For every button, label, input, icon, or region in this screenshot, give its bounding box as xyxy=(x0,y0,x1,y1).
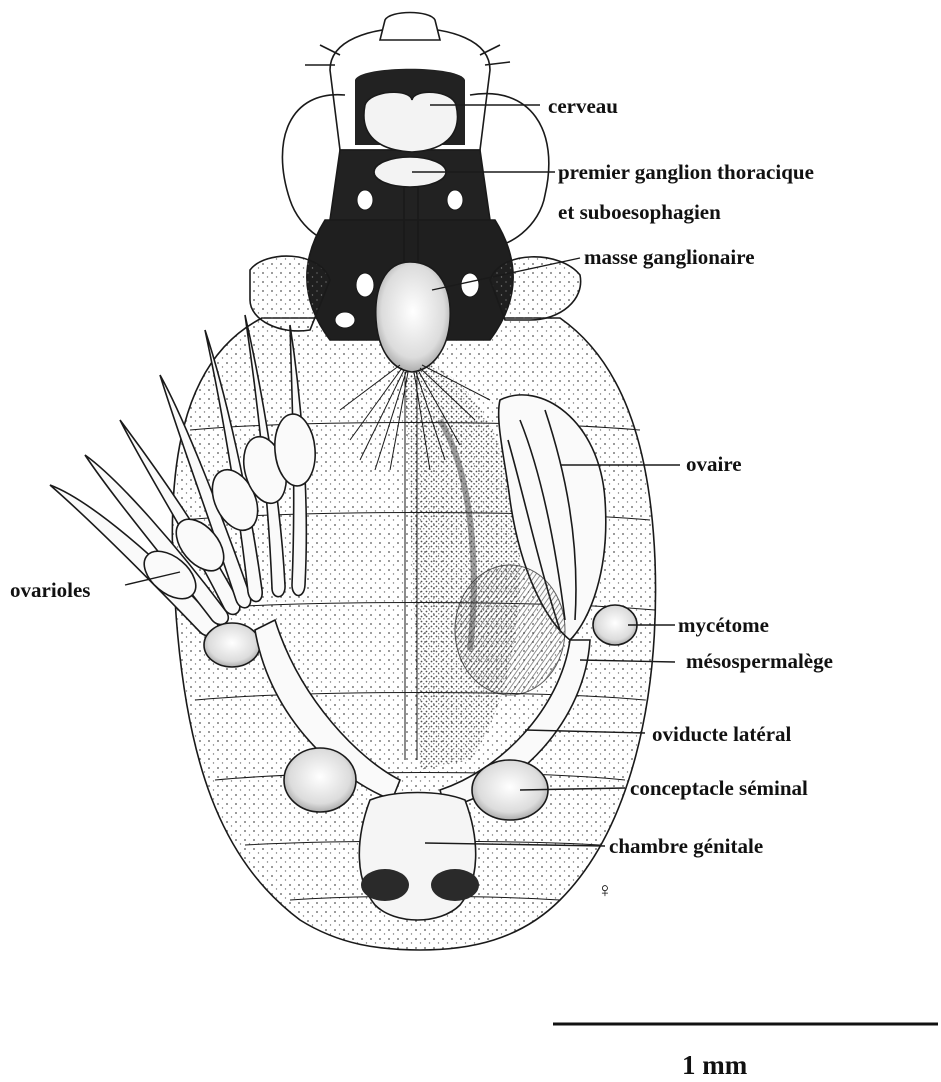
left-seminal-conceptacle xyxy=(284,748,356,812)
label-ganglion-mass: masse ganglionaire xyxy=(584,245,755,269)
label-mesospermalege: mésospermalège xyxy=(686,649,833,673)
label-brain: cerveau xyxy=(548,94,618,118)
label-ovary: ovaire xyxy=(686,452,742,476)
mesospermalege xyxy=(455,565,565,695)
scale-bar: 1 mm xyxy=(553,1024,938,1080)
label-genital-chamber: chambre génitale xyxy=(609,834,763,858)
scale-bar-label: 1 mm xyxy=(682,1050,748,1080)
genital-chamber xyxy=(359,793,475,921)
label-seminal-conceptacle: conceptacle séminal xyxy=(630,776,808,800)
label-mycetome: mycétome xyxy=(678,613,769,637)
right-wing-pad xyxy=(490,257,581,320)
left-mycetome xyxy=(204,623,260,667)
label-suboesophageal: et suboesophagien xyxy=(558,200,721,224)
brain xyxy=(364,92,458,152)
label-first-thoracic-ganglion: premier ganglion thoracique xyxy=(558,160,814,184)
ganglion-mass xyxy=(376,262,450,372)
label-lateral-oviduct: oviducte latéral xyxy=(652,722,792,746)
label-ovarioles: ovarioles xyxy=(10,578,90,602)
female-symbol: ♀ xyxy=(597,878,613,902)
